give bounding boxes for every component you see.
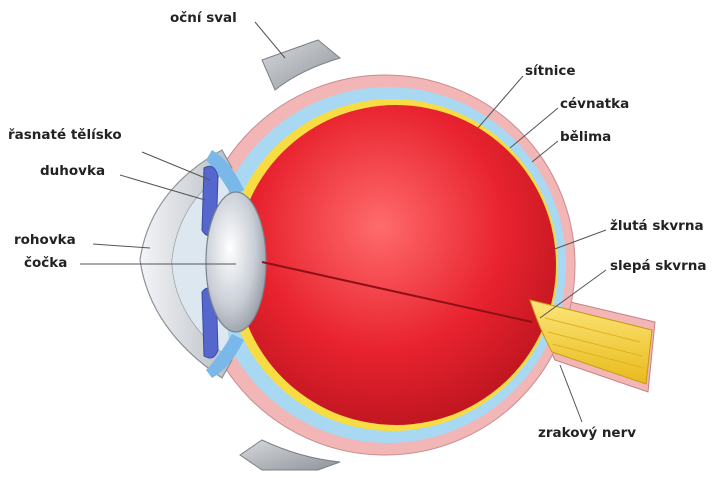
leader-ocni-sval [255, 22, 285, 58]
label-rasnate-telisko: řasnaté tělísko [8, 127, 122, 143]
vitreous-body [236, 105, 556, 425]
label-cevnatka: cévnatka [560, 96, 629, 112]
leader-nerv [560, 365, 582, 422]
upper-eye-muscle [262, 40, 340, 90]
leader-rohovka [93, 244, 150, 248]
label-ocni-sval: oční sval [170, 10, 237, 26]
label-slepa-skvrna: slepá skvrna [610, 258, 706, 274]
label-sitnice: sítnice [525, 63, 576, 79]
label-zluta-skvrna: žlutá skvrna [610, 218, 704, 234]
label-cocka: čočka [24, 255, 67, 271]
label-duhovka: duhovka [40, 163, 105, 179]
label-belima: bělima [560, 129, 611, 145]
label-zrakovy-nerv: zrakový nerv [538, 425, 636, 441]
label-rohovka: rohovka [14, 232, 76, 248]
lens [206, 192, 266, 332]
